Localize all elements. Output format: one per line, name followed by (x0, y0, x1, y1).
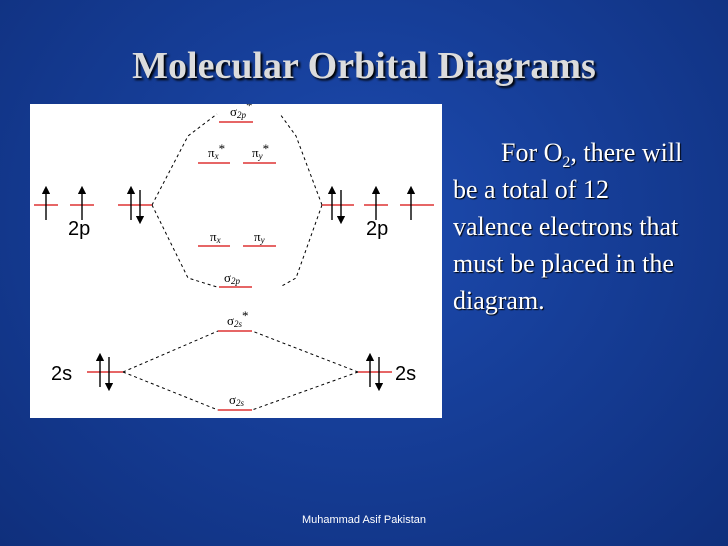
body-text: For O2, there will be a total of 12 vale… (453, 134, 693, 319)
sigma-2s-star-label: σ2s* (227, 308, 249, 329)
pi-y-star-label: πy* (252, 141, 269, 161)
connector-left-2s-bonding (122, 371, 219, 411)
left-2s-orbital (87, 352, 123, 392)
left-2s-label: 2s (51, 363, 72, 385)
left-2p-label: 2p (68, 218, 90, 240)
mo-diagram-panel: 2p 2p σ2p* πx* πy* πx πy σ2p σ2s* (30, 98, 442, 418)
pi-x-label: πx (210, 229, 221, 245)
connector-right-2s-antibonding (251, 330, 359, 373)
footer-credit: Muhammad Asif Pakistan (301, 514, 427, 526)
connector-left-2s-antibonding (122, 330, 219, 373)
right-2s-orbital (358, 352, 392, 392)
connector-right-2p-bonding (279, 204, 323, 288)
connector-right-2p-antibonding (279, 113, 323, 206)
body-intro: For O (501, 138, 563, 167)
left-2p-orbitals (34, 185, 152, 225)
mo-diagram: 2p 2p σ2p* πx* πy* πx πy σ2p σ2s* (34, 98, 434, 411)
right-2p-orbitals (322, 185, 434, 225)
sigma-2s-label: σ2s (229, 392, 245, 408)
body-subscript: 2 (562, 154, 571, 172)
connector-left-2p-antibonding (151, 113, 218, 206)
slide-title: Molecular Orbital Diagrams (132, 45, 596, 87)
connector-right-2s-bonding (251, 371, 359, 411)
body-rest: , there will be a total of 12 valence el… (453, 138, 683, 315)
sigma-2p-label: σ2p (224, 270, 241, 286)
right-2s-label: 2s (395, 363, 416, 385)
pi-x-star-label: πx* (208, 141, 225, 161)
right-2p-label: 2p (366, 218, 388, 240)
pi-y-label: πy (254, 229, 265, 245)
sigma-2p-star-label: σ2p* (230, 104, 253, 120)
